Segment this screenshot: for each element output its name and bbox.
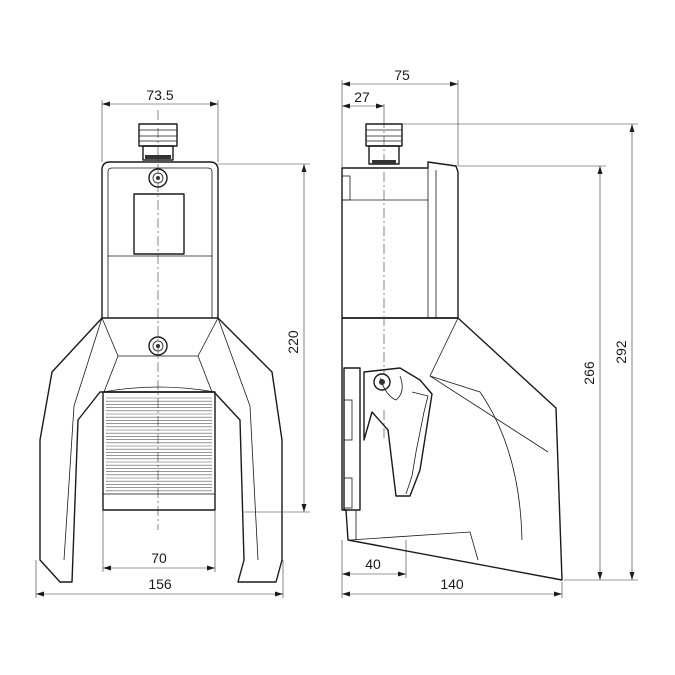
dim-75-label: 75 [394, 67, 410, 83]
dim-27-label: 27 [354, 89, 370, 105]
dim-70-label: 70 [151, 550, 167, 566]
side-housing [341, 161, 459, 319]
dim-156-label: 156 [148, 576, 172, 592]
dim-front-overall-width: 156 [35, 560, 284, 598]
dim-292-label: 292 [613, 340, 629, 364]
dim-front-top-width: 73.5 [101, 87, 219, 162]
front-housing [101, 161, 219, 319]
front-middle-screw [148, 336, 168, 356]
side-guard-hood [341, 317, 563, 581]
dim-73-5-label: 73.5 [146, 87, 173, 103]
dim-side-overall-height: 292 [402, 123, 638, 581]
label-window [133, 193, 185, 255]
dim-side-inner-height: 266 [458, 165, 606, 581]
dim-gland-offset: 27 [342, 89, 385, 118]
dim-side-top-width: 75 [341, 67, 459, 168]
dim-140-label: 140 [440, 576, 464, 592]
dim-front-height: 220 [218, 163, 310, 513]
front-guard-hood [39, 317, 283, 583]
side-view: 75 27 266 292 [341, 67, 638, 598]
dim-side-overall-depth: 140 [341, 540, 563, 598]
side-pedal-mechanism [343, 367, 433, 511]
dim-pedal-width: 70 [102, 510, 216, 572]
dim-266-label: 266 [581, 361, 597, 385]
front-pedal [102, 386, 216, 511]
dim-base-offset: 40 [342, 540, 407, 578]
dim-40-label: 40 [365, 556, 381, 572]
front-view: 73.5 220 70 156 [35, 87, 310, 598]
dim-220-label: 220 [285, 330, 301, 354]
